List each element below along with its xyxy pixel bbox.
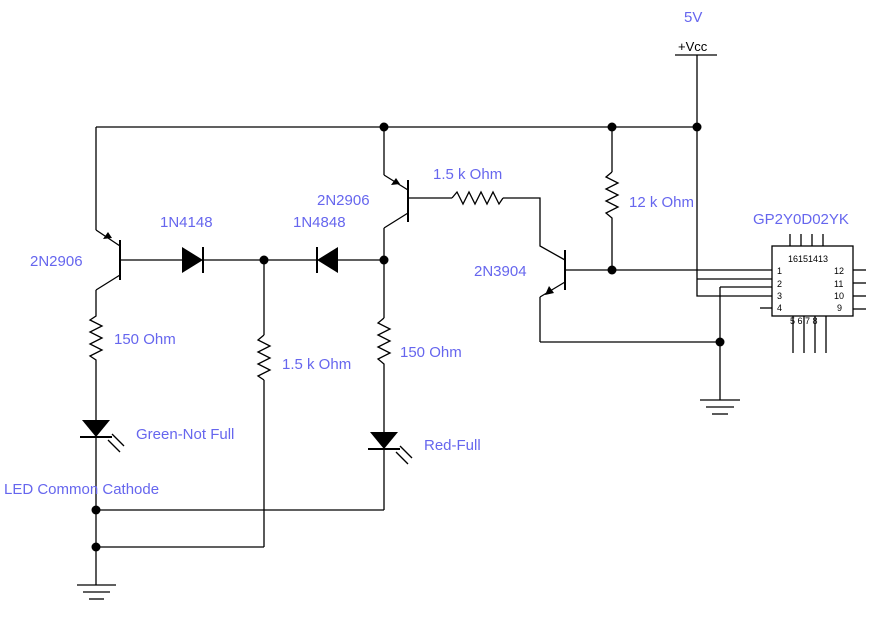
resistor-r-right <box>376 317 392 370</box>
diode-d2 <box>316 247 338 273</box>
transistor-q2 <box>383 127 409 318</box>
resistor-r-mid <box>256 334 272 381</box>
r-left-label: 150 Ohm <box>114 331 176 348</box>
resistor-r-top <box>451 190 504 206</box>
q3-label: 2N3904 <box>474 263 527 280</box>
sensor-ic: 16151413 1 2 3 4 12 11 10 9 5 6 7 8 <box>760 234 866 353</box>
sensor-label: GP2Y0D02YK <box>753 211 849 228</box>
d1-label: 1N4148 <box>160 214 213 231</box>
diode-d1 <box>182 247 204 273</box>
ground-left <box>77 584 116 600</box>
ic-pin-3: 3 <box>777 291 782 301</box>
ic-pin-10: 10 <box>834 291 844 301</box>
r-top-label: 1.5 k Ohm <box>433 166 502 183</box>
ground-right <box>700 399 740 415</box>
supply-voltage-label: 5V <box>684 9 702 26</box>
led-red <box>368 432 413 465</box>
led-common-label: LED Common Cathode <box>4 481 159 498</box>
q1-label: 2N2906 <box>30 253 83 270</box>
r-mid-label: 1.5 k Ohm <box>282 356 351 373</box>
ic-pin-11: 11 <box>834 279 843 289</box>
d2-label: 1N4848 <box>293 214 346 231</box>
transistor-q3 <box>539 250 566 342</box>
ic-pin-4: 4 <box>777 303 782 313</box>
q2-label: 2N2906 <box>317 192 370 209</box>
ic-pin-1: 1 <box>777 266 782 276</box>
led-green <box>80 420 125 453</box>
ic-pin-9: 9 <box>837 303 842 313</box>
led-red-label: Red-Full <box>424 437 481 454</box>
ic-bottom-pin-numbers: 5 6 7 8 <box>790 316 818 326</box>
resistor-r-12k <box>604 171 620 224</box>
ic-top-pin-numbers: 16151413 <box>788 254 828 264</box>
transistor-q1 <box>95 127 121 310</box>
ic-pin-12: 12 <box>834 266 844 276</box>
led-green-label: Green-Not Full <box>136 426 234 443</box>
r-right-label: 150 Ohm <box>400 344 462 361</box>
vcc-symbol <box>675 54 717 127</box>
r-12k-label: 12 k Ohm <box>629 194 694 211</box>
vcc-label: +Vcc <box>678 39 708 54</box>
resistor-r-left <box>88 310 104 366</box>
ic-pin-2: 2 <box>777 279 782 289</box>
